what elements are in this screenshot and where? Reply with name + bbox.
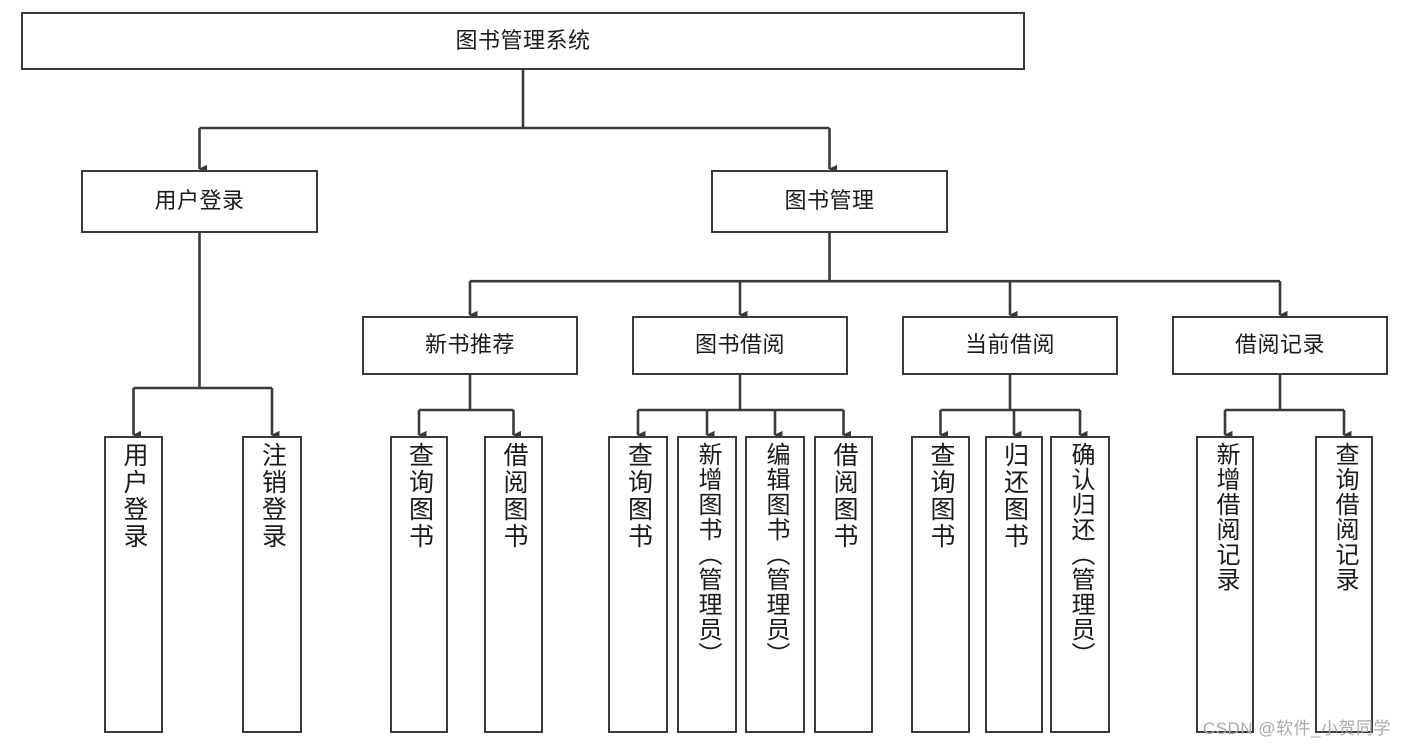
node-label: 图书借阅 bbox=[694, 332, 785, 358]
node-leaf-query-book-rec[interactable]: 查询图书 bbox=[390, 436, 448, 733]
node-label: 查询借阅记录 bbox=[1331, 442, 1358, 592]
node-leaf-query-record[interactable]: 查询借阅记录 bbox=[1315, 436, 1373, 733]
node-label: 新书推荐 bbox=[424, 332, 515, 358]
node-label: 编辑图书（管理员） bbox=[762, 442, 789, 667]
node-book-manage[interactable]: 图书管理 bbox=[711, 170, 948, 233]
node-leaf-logout[interactable]: 注销登录 bbox=[242, 436, 302, 733]
node-current-borrow[interactable]: 当前借阅 bbox=[902, 316, 1118, 375]
node-new-book-rec[interactable]: 新书推荐 bbox=[362, 316, 578, 375]
node-leaf-edit-book[interactable]: 编辑图书（管理员） bbox=[745, 436, 805, 733]
node-label: 借阅图书 bbox=[500, 442, 528, 550]
node-label: 查询图书 bbox=[624, 442, 653, 550]
node-label: 当前借阅 bbox=[964, 332, 1055, 358]
node-label: 图书管理系统 bbox=[455, 27, 591, 53]
watermark-text: CSDN @软件_小贺同学 bbox=[1202, 719, 1391, 738]
node-label: 查询图书 bbox=[927, 442, 955, 550]
node-root[interactable]: 图书管理系统 bbox=[21, 12, 1025, 70]
node-leaf-confirm-return[interactable]: 确认归还（管理员） bbox=[1050, 436, 1110, 733]
node-leaf-add-book[interactable]: 新增图书（管理员） bbox=[677, 436, 737, 733]
node-leaf-query-book-bb[interactable]: 查询图书 bbox=[608, 436, 668, 733]
node-borrow-record[interactable]: 借阅记录 bbox=[1172, 316, 1388, 375]
node-label: 注销登录 bbox=[258, 442, 287, 550]
node-label: 确认归还（管理员） bbox=[1067, 442, 1094, 667]
node-leaf-borrow-book-bb[interactable]: 借阅图书 bbox=[814, 436, 873, 733]
node-label: 借阅记录 bbox=[1234, 332, 1325, 358]
node-label: 查询图书 bbox=[405, 442, 434, 550]
node-label: 新增图书（管理员） bbox=[694, 442, 721, 667]
node-label: 用户登录 bbox=[120, 442, 148, 550]
node-label: 用户登录 bbox=[154, 188, 245, 214]
node-leaf-query-book-cb[interactable]: 查询图书 bbox=[911, 436, 970, 733]
node-label: 新增借阅记录 bbox=[1212, 442, 1239, 592]
node-leaf-add-record[interactable]: 新增借阅记录 bbox=[1196, 436, 1254, 733]
node-label: 归还图书 bbox=[1000, 442, 1029, 550]
node-leaf-borrow-book-rec[interactable]: 借阅图书 bbox=[484, 436, 543, 733]
node-leaf-return-book[interactable]: 归还图书 bbox=[985, 436, 1043, 733]
node-user-login[interactable]: 用户登录 bbox=[81, 170, 318, 233]
node-label: 图书管理 bbox=[784, 188, 875, 214]
node-leaf-user-login[interactable]: 用户登录 bbox=[104, 436, 163, 733]
node-label: 借阅图书 bbox=[830, 442, 858, 550]
node-book-borrow[interactable]: 图书借阅 bbox=[632, 316, 848, 375]
